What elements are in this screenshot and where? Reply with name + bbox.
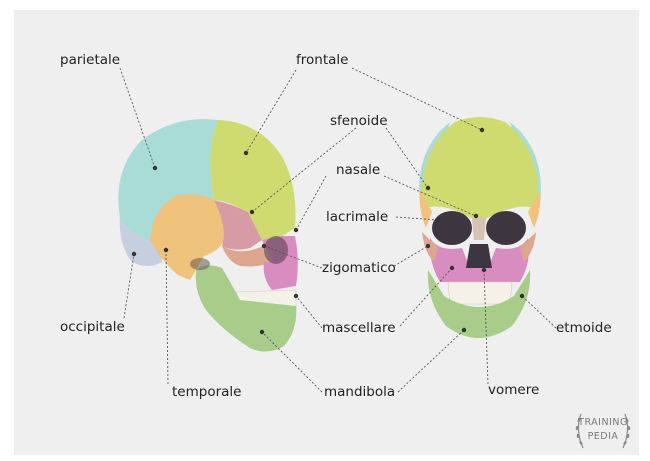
label-sfenoide: sfenoide — [330, 113, 388, 129]
leader-zigomatico-frontal — [394, 246, 428, 266]
trainingpedia-logo: TRAINING PEDIA — [573, 408, 633, 454]
dot-mandibola-frontal — [462, 328, 466, 332]
dot-mascellare-frontal — [450, 266, 454, 270]
dot-nasale-lateral — [294, 228, 298, 232]
label-parietale: parietale — [60, 52, 120, 68]
label-etmoide: etmoide — [556, 320, 612, 336]
leader-nasale-lateral — [296, 176, 326, 230]
dot-lacrimale — [436, 218, 440, 222]
label-occipitale: occipitale — [60, 319, 125, 335]
dot-sfenoide-lateral — [250, 210, 254, 214]
frontal-nasal-cavity — [466, 244, 492, 268]
dot-etmoide — [520, 294, 524, 298]
leader-etmoide — [522, 296, 556, 328]
frontal-orbit-left — [432, 211, 472, 245]
dot-occipitale — [132, 252, 136, 256]
dot-sfenoide-frontal — [426, 186, 430, 190]
logo-line-2: PEDIA — [573, 431, 633, 442]
leader-occipitale — [124, 254, 134, 318]
label-zigomatico: zigomatico — [322, 260, 396, 276]
label-nasale: nasale — [336, 162, 380, 178]
frontal-skull — [419, 117, 541, 338]
frontal-orbit-right — [486, 211, 526, 245]
dot-mascellare-lateral — [294, 294, 298, 298]
lateral-skull — [118, 119, 297, 351]
label-mandibola: mandibola — [324, 384, 395, 400]
dot-mandibola-lateral — [260, 330, 264, 334]
dot-temporale — [164, 248, 168, 252]
lateral-orbit — [264, 236, 288, 264]
frontal-teeth — [448, 282, 512, 304]
leader-mandibola-frontal — [398, 330, 464, 392]
dot-zigomatico-frontal — [426, 244, 430, 248]
label-mascellare: mascellare — [322, 320, 396, 336]
label-vomere: vomere — [488, 382, 539, 398]
leader-mandibola-lateral — [262, 332, 322, 392]
dot-zigomatico-lateral — [262, 244, 266, 248]
frontal-nasale — [472, 218, 486, 240]
dot-frontale-lateral — [244, 151, 248, 155]
lateral-ear-canal — [190, 258, 210, 270]
label-temporale: temporale — [172, 384, 241, 400]
label-lacrimale: lacrimale — [326, 209, 388, 225]
leader-lacrimale — [396, 217, 438, 220]
dot-parietale — [153, 166, 157, 170]
dot-vomere — [482, 268, 486, 272]
leader-mascellare-lateral — [296, 296, 322, 328]
label-frontale: frontale — [296, 52, 348, 68]
logo-line-1: TRAINING — [573, 417, 633, 428]
leader-temporale — [166, 250, 168, 384]
dot-nasale-frontal — [474, 214, 478, 218]
dot-frontale-frontal — [480, 128, 484, 132]
